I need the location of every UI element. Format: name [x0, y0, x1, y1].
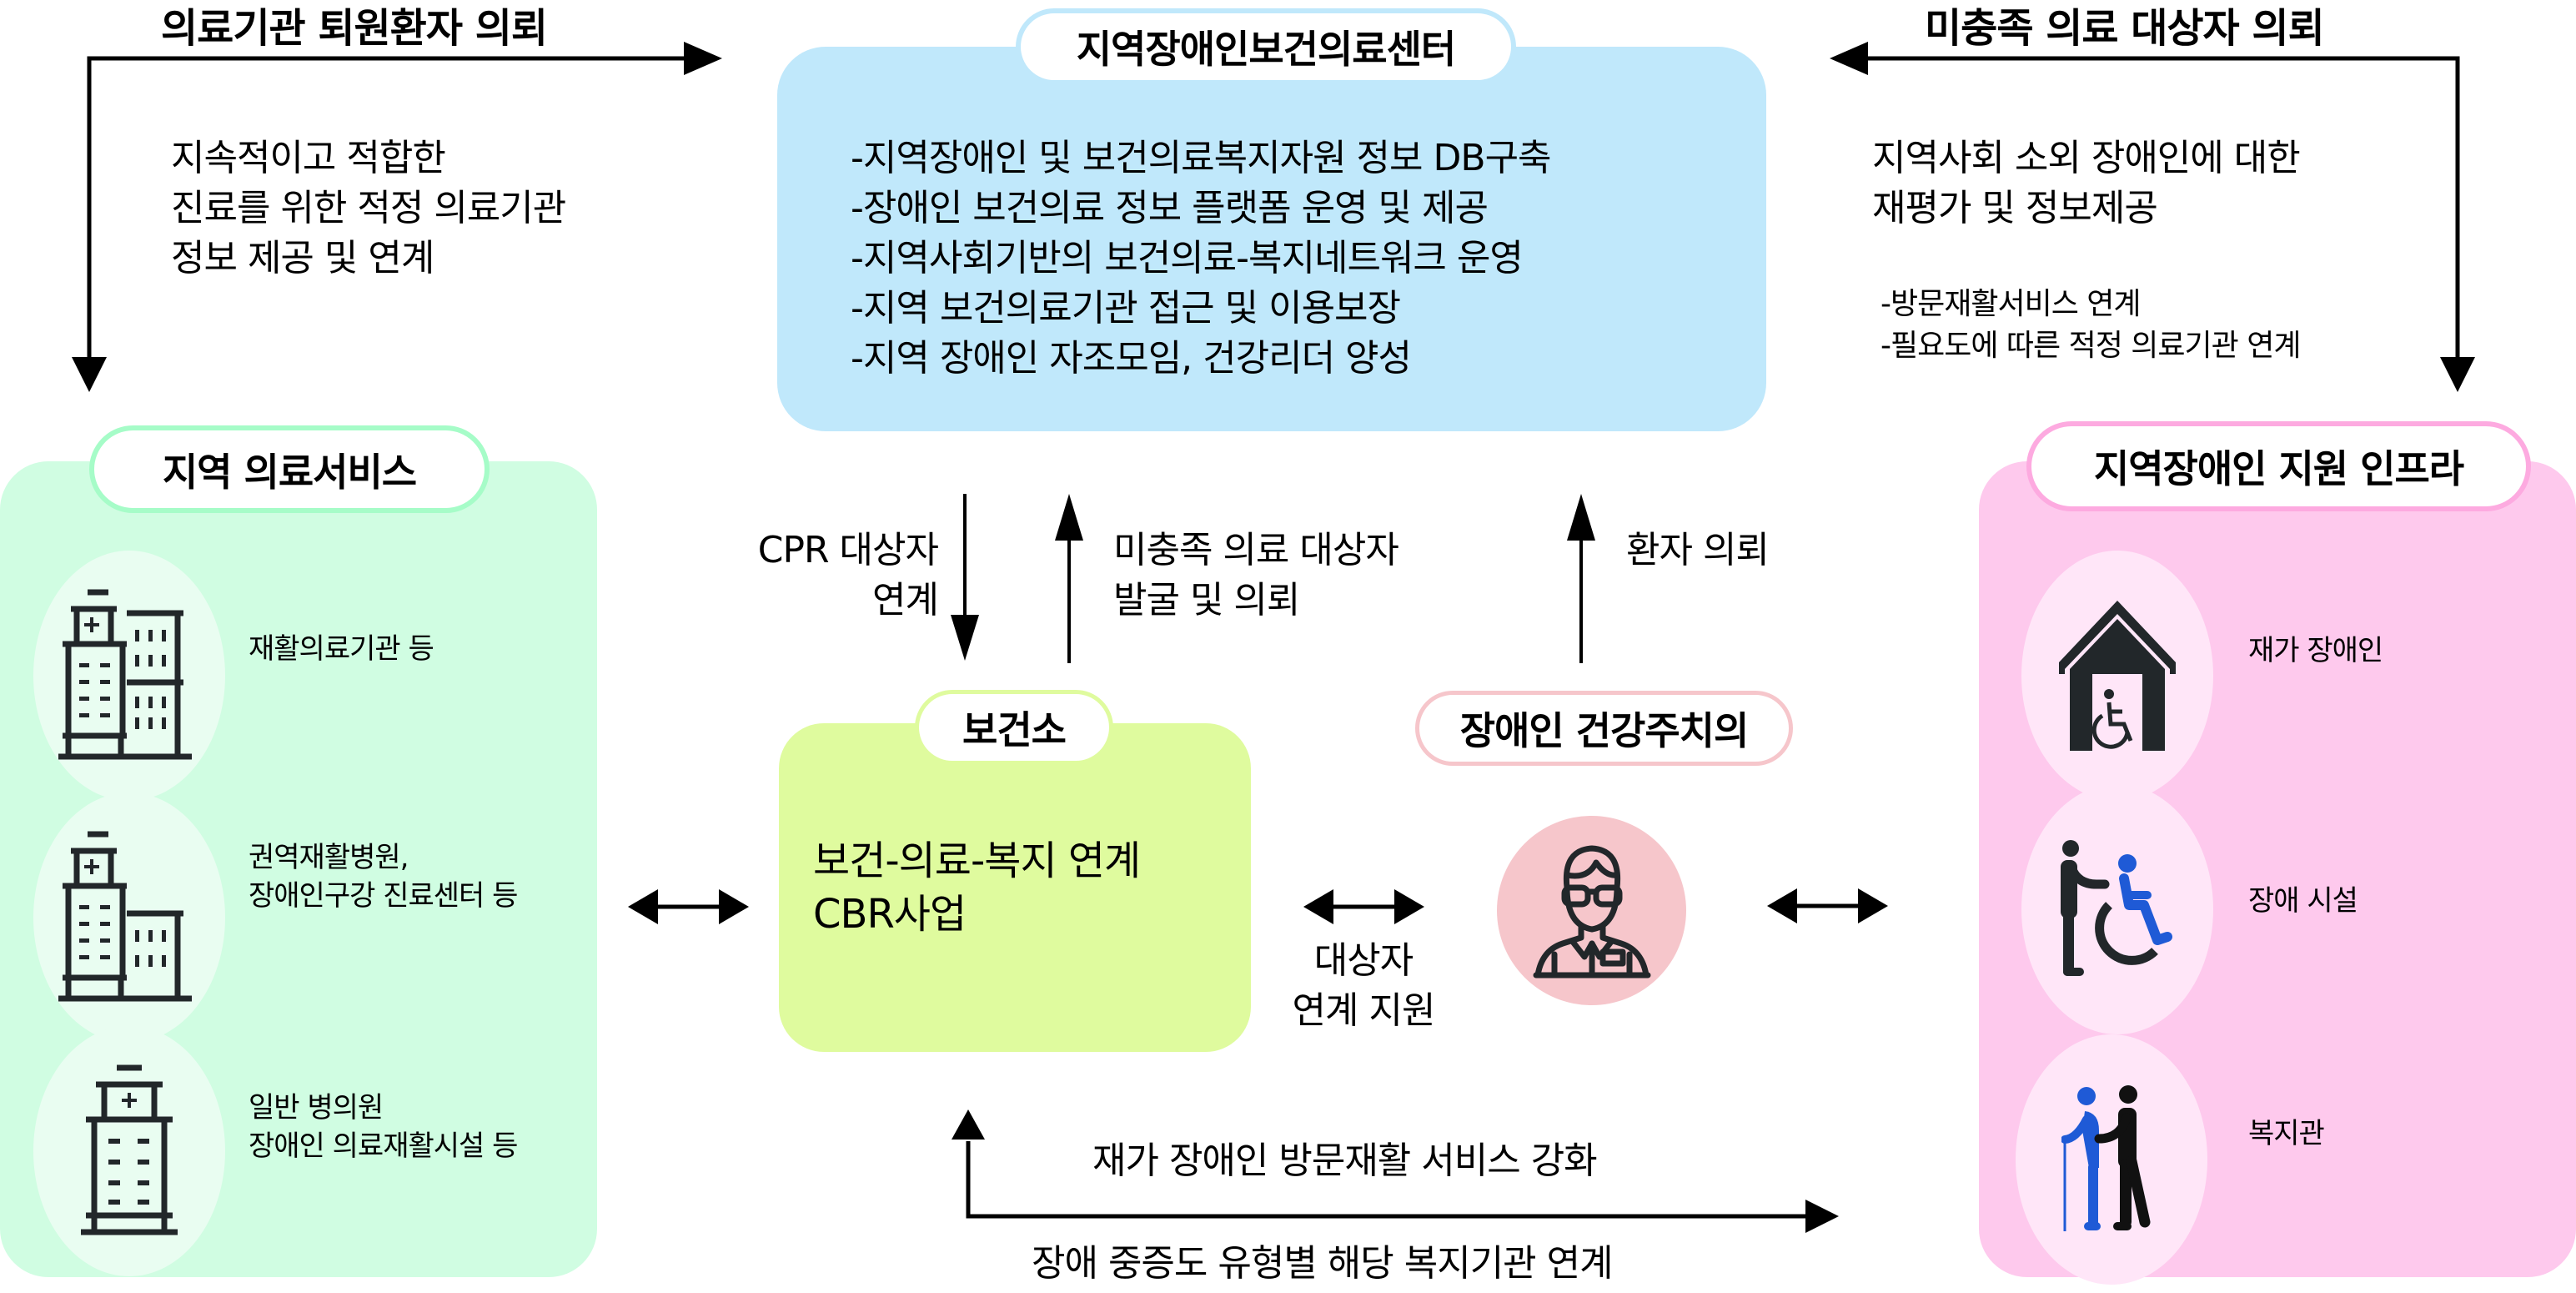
right-item-icon-wrap: [2021, 784, 2213, 1034]
arrow-patient-referral-up: [1567, 494, 1595, 663]
unmet-label-line: 미충족 의료 대상자: [1113, 529, 1399, 571]
left-note: 지속적이고 적합한 진료를 위한 적정 의료기관 정보 제공 및 연계: [171, 133, 566, 284]
right-note: 지역사회 소외 장애인에 대한 재평가 및 정보제공: [1872, 133, 2301, 234]
arrow-cpr-down: [951, 494, 979, 661]
left-note-line: 지속적이고 적합한: [171, 137, 446, 179]
doctor-icon-wrap: [1497, 816, 1686, 1005]
unmet-label: 미충족 의료 대상자 발굴 및 의뢰: [1113, 526, 1399, 626]
right-note-line: 지역사회 소외 장애인에 대한: [1872, 137, 2301, 179]
center-box-items: -지역장애인 및 보건의료복지자원 정보 DB구축 -장애인 보건의료 정보 플…: [851, 133, 1552, 384]
right-item-icon-wrap: [2021, 551, 2213, 801]
cpr-label-line: CPR 대상자: [757, 529, 939, 571]
hospital-buildings-icon: [58, 831, 192, 1002]
center-box-item: -장애인 보건의료 정보 플랫폼 운영 및 제공: [851, 187, 1489, 229]
right-item-label: 복지관: [2248, 1117, 2325, 1150]
hospital-buildings-icon: [58, 589, 192, 760]
target-support-line: 대상자: [1313, 939, 1414, 982]
right-item-label: 장애 시설: [2248, 884, 2358, 918]
right-note-sub: -방문재활서비스 연계 -필요도에 따른 적정 의료기관 연계: [1881, 284, 2301, 367]
left-item-icon-wrap: [33, 792, 225, 1043]
hospital-tower-icon: [81, 1064, 178, 1235]
double-arrow-right: [1767, 888, 1888, 923]
bottom-lower-label: 장애 중증도 유형별 해당 복지기관 연계: [1032, 1242, 1614, 1285]
left-item-line: 장애인구강 진료센터 등: [249, 879, 518, 913]
health-center-line: CBR사업: [813, 891, 967, 938]
target-support-line: 연계 지원: [1292, 989, 1436, 1032]
left-item-line: 장애인 의료재활시설 등: [249, 1129, 518, 1163]
unmet-referral-label: 미충족 의료 대상자 의뢰: [1925, 5, 2325, 52]
left-item: 재활의료기관 등: [249, 630, 434, 668]
left-note-line: 진료를 위한 적정 의료기관: [171, 187, 566, 229]
caregiver-wheelchair-icon: [2061, 840, 2172, 976]
left-item-icon-wrap: [33, 551, 225, 801]
left-item-line: 일반 병의원: [249, 1091, 384, 1124]
double-arrow-middle: [1303, 889, 1424, 924]
patient-referral-label: 환자 의뢰: [1626, 529, 1770, 571]
right-note-line: 재평가 및 정보제공: [1872, 187, 2158, 229]
health-center-title: 보건소: [915, 690, 1113, 765]
arrow-unmet-up: [1055, 494, 1083, 663]
bottom-upper-label: 재가 장애인 방문재활 서비스 강화: [1092, 1140, 1598, 1182]
unmet-label-line: 발굴 및 의뢰: [1113, 579, 1300, 621]
health-center-line: 보건-의료-복지 연계: [813, 838, 1141, 884]
right-item-label: 재가 장애인: [2248, 634, 2383, 667]
center-box-item: -지역 장애인 자조모임, 건강리더 양성: [851, 337, 1412, 380]
right-note-sub-line: -필요도에 따른 적정 의료기관 연계: [1881, 329, 2301, 363]
right-panel-title: 지역장애인 지원 인프라: [2026, 421, 2531, 511]
cpr-label-line: 연계: [872, 579, 939, 621]
double-arrow-left: [628, 889, 749, 924]
center-box-title: 지역장애인보건의료센터: [1016, 8, 1516, 85]
left-item: 일반 병의원 장애인 의료재활시설 등: [249, 1089, 518, 1165]
right-item-icon-wrap: [2016, 1034, 2207, 1285]
health-center-content: 보건-의료-복지 연계 CBR사업: [813, 834, 1141, 941]
center-box-item: -지역장애인 및 보건의료복지자원 정보 DB구축: [851, 137, 1552, 179]
doctor-glasses-icon: [1533, 845, 1650, 979]
cpr-label: CPR 대상자 연계: [692, 526, 939, 626]
left-item-line: 재활의료기관 등: [249, 632, 434, 666]
discharge-referral-label: 의료기관 퇴원환자 의뢰: [161, 5, 548, 52]
house-wheelchair-icon: [2059, 601, 2176, 751]
left-item: 권역재활병원, 장애인구강 진료센터 등: [249, 838, 518, 915]
left-note-line: 정보 제공 및 연계: [171, 237, 434, 279]
left-panel-title: 지역 의료서비스: [89, 425, 490, 513]
center-box-item: -지역 보건의료기관 접근 및 이용보장: [851, 287, 1401, 330]
target-support-label: 대상자 연계 지원: [1263, 936, 1464, 1036]
left-item-line: 권역재활병원,: [249, 841, 409, 874]
left-item-icon-wrap: [33, 1026, 225, 1276]
center-box-item: -지역사회기반의 보건의료-복지네트워크 운영: [851, 237, 1524, 279]
doctor-title: 장애인 건강주치의: [1415, 691, 1793, 766]
caregiver-elderly-cane-icon: [2061, 1085, 2151, 1231]
health-center-panel: [779, 723, 1251, 1052]
right-note-sub-line: -방문재활서비스 연계: [1881, 287, 2142, 321]
center-box-panel: [777, 47, 1766, 431]
